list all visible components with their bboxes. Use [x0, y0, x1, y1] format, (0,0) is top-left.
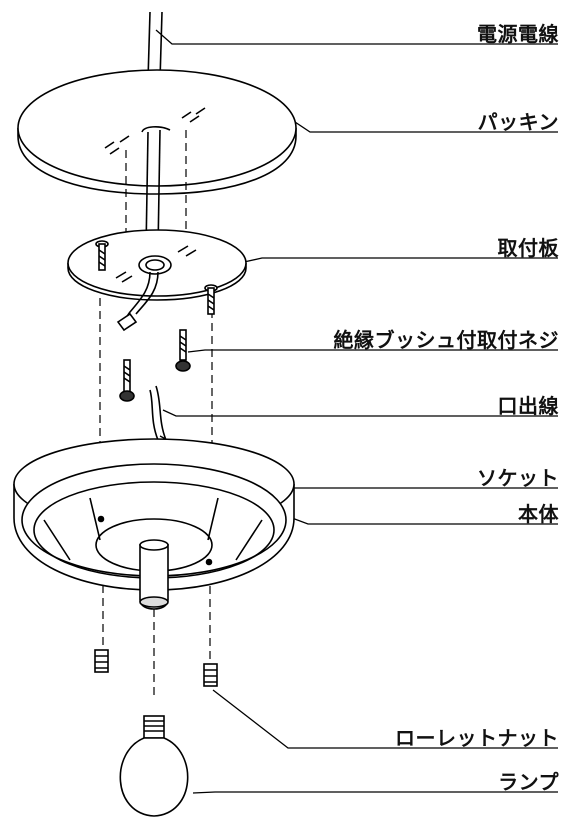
- mounting-plate: [67, 229, 247, 301]
- label-lamp: ランプ: [498, 770, 559, 794]
- bushing-screws: [95, 240, 218, 402]
- label-bushing-screw: 絶縁ブッシュ付取付ネジ: [333, 328, 559, 352]
- knurled-nuts: [94, 649, 218, 687]
- plate-wire: [116, 271, 159, 332]
- knurled-nut-right: [203, 663, 218, 687]
- fixture-body: [13, 438, 295, 591]
- screw-right-top: [204, 284, 218, 315]
- guide-lines: [99, 130, 213, 700]
- lead-wires: [149, 385, 167, 441]
- packing-disc: [17, 69, 297, 195]
- label-knurled-nut: ローレットナット: [395, 726, 559, 750]
- label-body: 本体: [518, 502, 559, 526]
- knurled-nut-left: [94, 649, 109, 673]
- label-mounting-plate: 取付板: [497, 236, 559, 260]
- screw-right-bottom: [175, 329, 191, 372]
- socket-part: [139, 539, 169, 610]
- screw-left-top: [95, 240, 109, 271]
- label-packing: パッキン: [477, 110, 559, 134]
- lamp-bulb: [119, 715, 189, 817]
- label-socket: ソケット: [477, 466, 559, 490]
- label-lead-wire: 口出線: [497, 394, 559, 418]
- label-power-cord: 電源電線: [477, 22, 559, 46]
- screw-left-bottom: [119, 359, 135, 402]
- power-cord: [147, 11, 163, 81]
